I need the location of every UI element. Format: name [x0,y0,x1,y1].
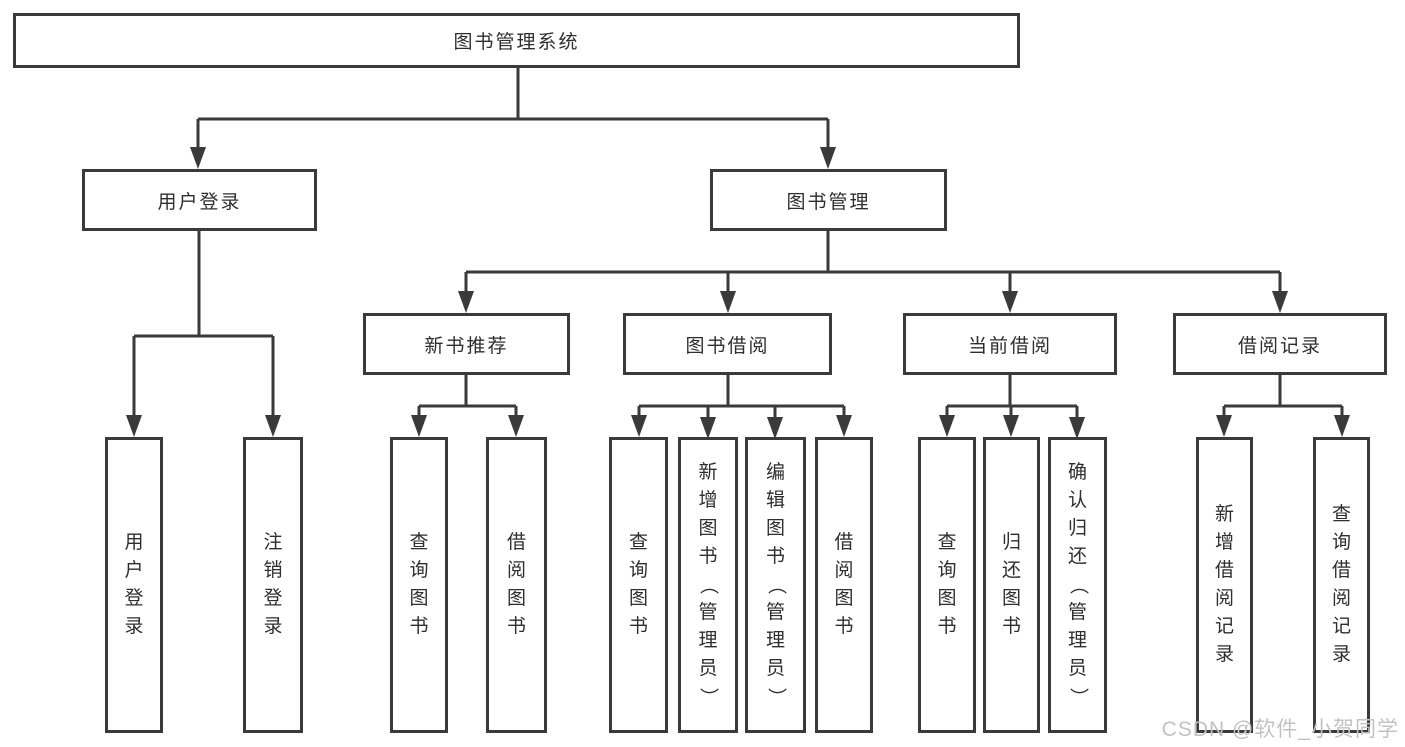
leaf-recommend-query-books-label: 查询图书 [409,532,429,637]
node-new-book-recommend-label: 新书推荐 [424,335,509,357]
leaf-user-login: 用户登录 [105,437,163,733]
connector-borrow-record-children [1216,375,1350,437]
node-borrow-record-label: 借阅记录 [1237,335,1322,357]
leaf-add-borrow-record-label: 新增借阅记录 [1214,504,1234,665]
node-book-management-label: 图书管理 [786,191,871,213]
leaf-confirm-return-admin: 确认归还（管理员） [1048,437,1107,733]
connector-book-borrow-children [631,375,852,439]
leaf-edit-books-admin: 编辑图书（管理员） [745,437,806,733]
connector-current-borrow-children [939,375,1085,439]
leaf-add-books-admin-label: 新增图书（管理员） [697,462,719,707]
leaf-recommend-borrow-books: 借阅图书 [486,437,547,733]
leaf-user-login-label: 用户登录 [124,532,144,637]
leaf-logout-label: 注销登录 [263,532,283,637]
node-book-borrow-label: 图书借阅 [685,335,770,357]
leaf-query-borrow-record-label: 查询借阅记录 [1331,504,1351,665]
node-borrow-record: 借阅记录 [1173,313,1387,375]
connector-root-to-level2 [190,68,836,169]
leaf-recommend-query-books: 查询图书 [390,437,448,733]
connector-user-login-children [126,231,281,437]
leaf-borrow-books: 借阅图书 [815,437,873,733]
leaf-current-query-books-label: 查询图书 [937,532,957,637]
node-book-management: 图书管理 [710,169,947,231]
csdn-watermark: CSDN @软件_小贺同学 [1161,718,1399,741]
leaf-query-borrow-record: 查询借阅记录 [1313,437,1370,733]
leaf-confirm-return-admin-label: 确认归还（管理员） [1067,462,1089,707]
leaf-return-books: 归还图书 [983,437,1040,733]
leaf-borrow-query-books-label: 查询图书 [628,532,648,637]
leaf-edit-books-admin-label: 编辑图书（管理员） [765,462,787,707]
leaf-add-borrow-record: 新增借阅记录 [1196,437,1253,733]
leaf-current-query-books: 查询图书 [918,437,976,733]
node-user-login-label: 用户登录 [157,191,242,213]
connector-book-management-children [458,231,1288,313]
node-current-borrow: 当前借阅 [903,313,1117,375]
leaf-borrow-books-label: 借阅图书 [834,532,854,637]
node-book-borrow: 图书借阅 [623,313,832,375]
node-root-label: 图书管理系统 [453,32,580,53]
node-user-login: 用户登录 [82,169,317,231]
leaf-add-books-admin: 新增图书（管理员） [678,437,738,733]
leaf-recommend-borrow-books-label: 借阅图书 [506,532,526,637]
connector-new-book-children [411,375,524,437]
leaf-return-books-label: 归还图书 [1001,532,1021,637]
leaf-borrow-query-books: 查询图书 [609,437,668,733]
node-root: 图书管理系统 [13,13,1020,68]
node-new-book-recommend: 新书推荐 [363,313,570,375]
leaf-logout: 注销登录 [243,437,303,733]
node-current-borrow-label: 当前借阅 [967,335,1052,357]
